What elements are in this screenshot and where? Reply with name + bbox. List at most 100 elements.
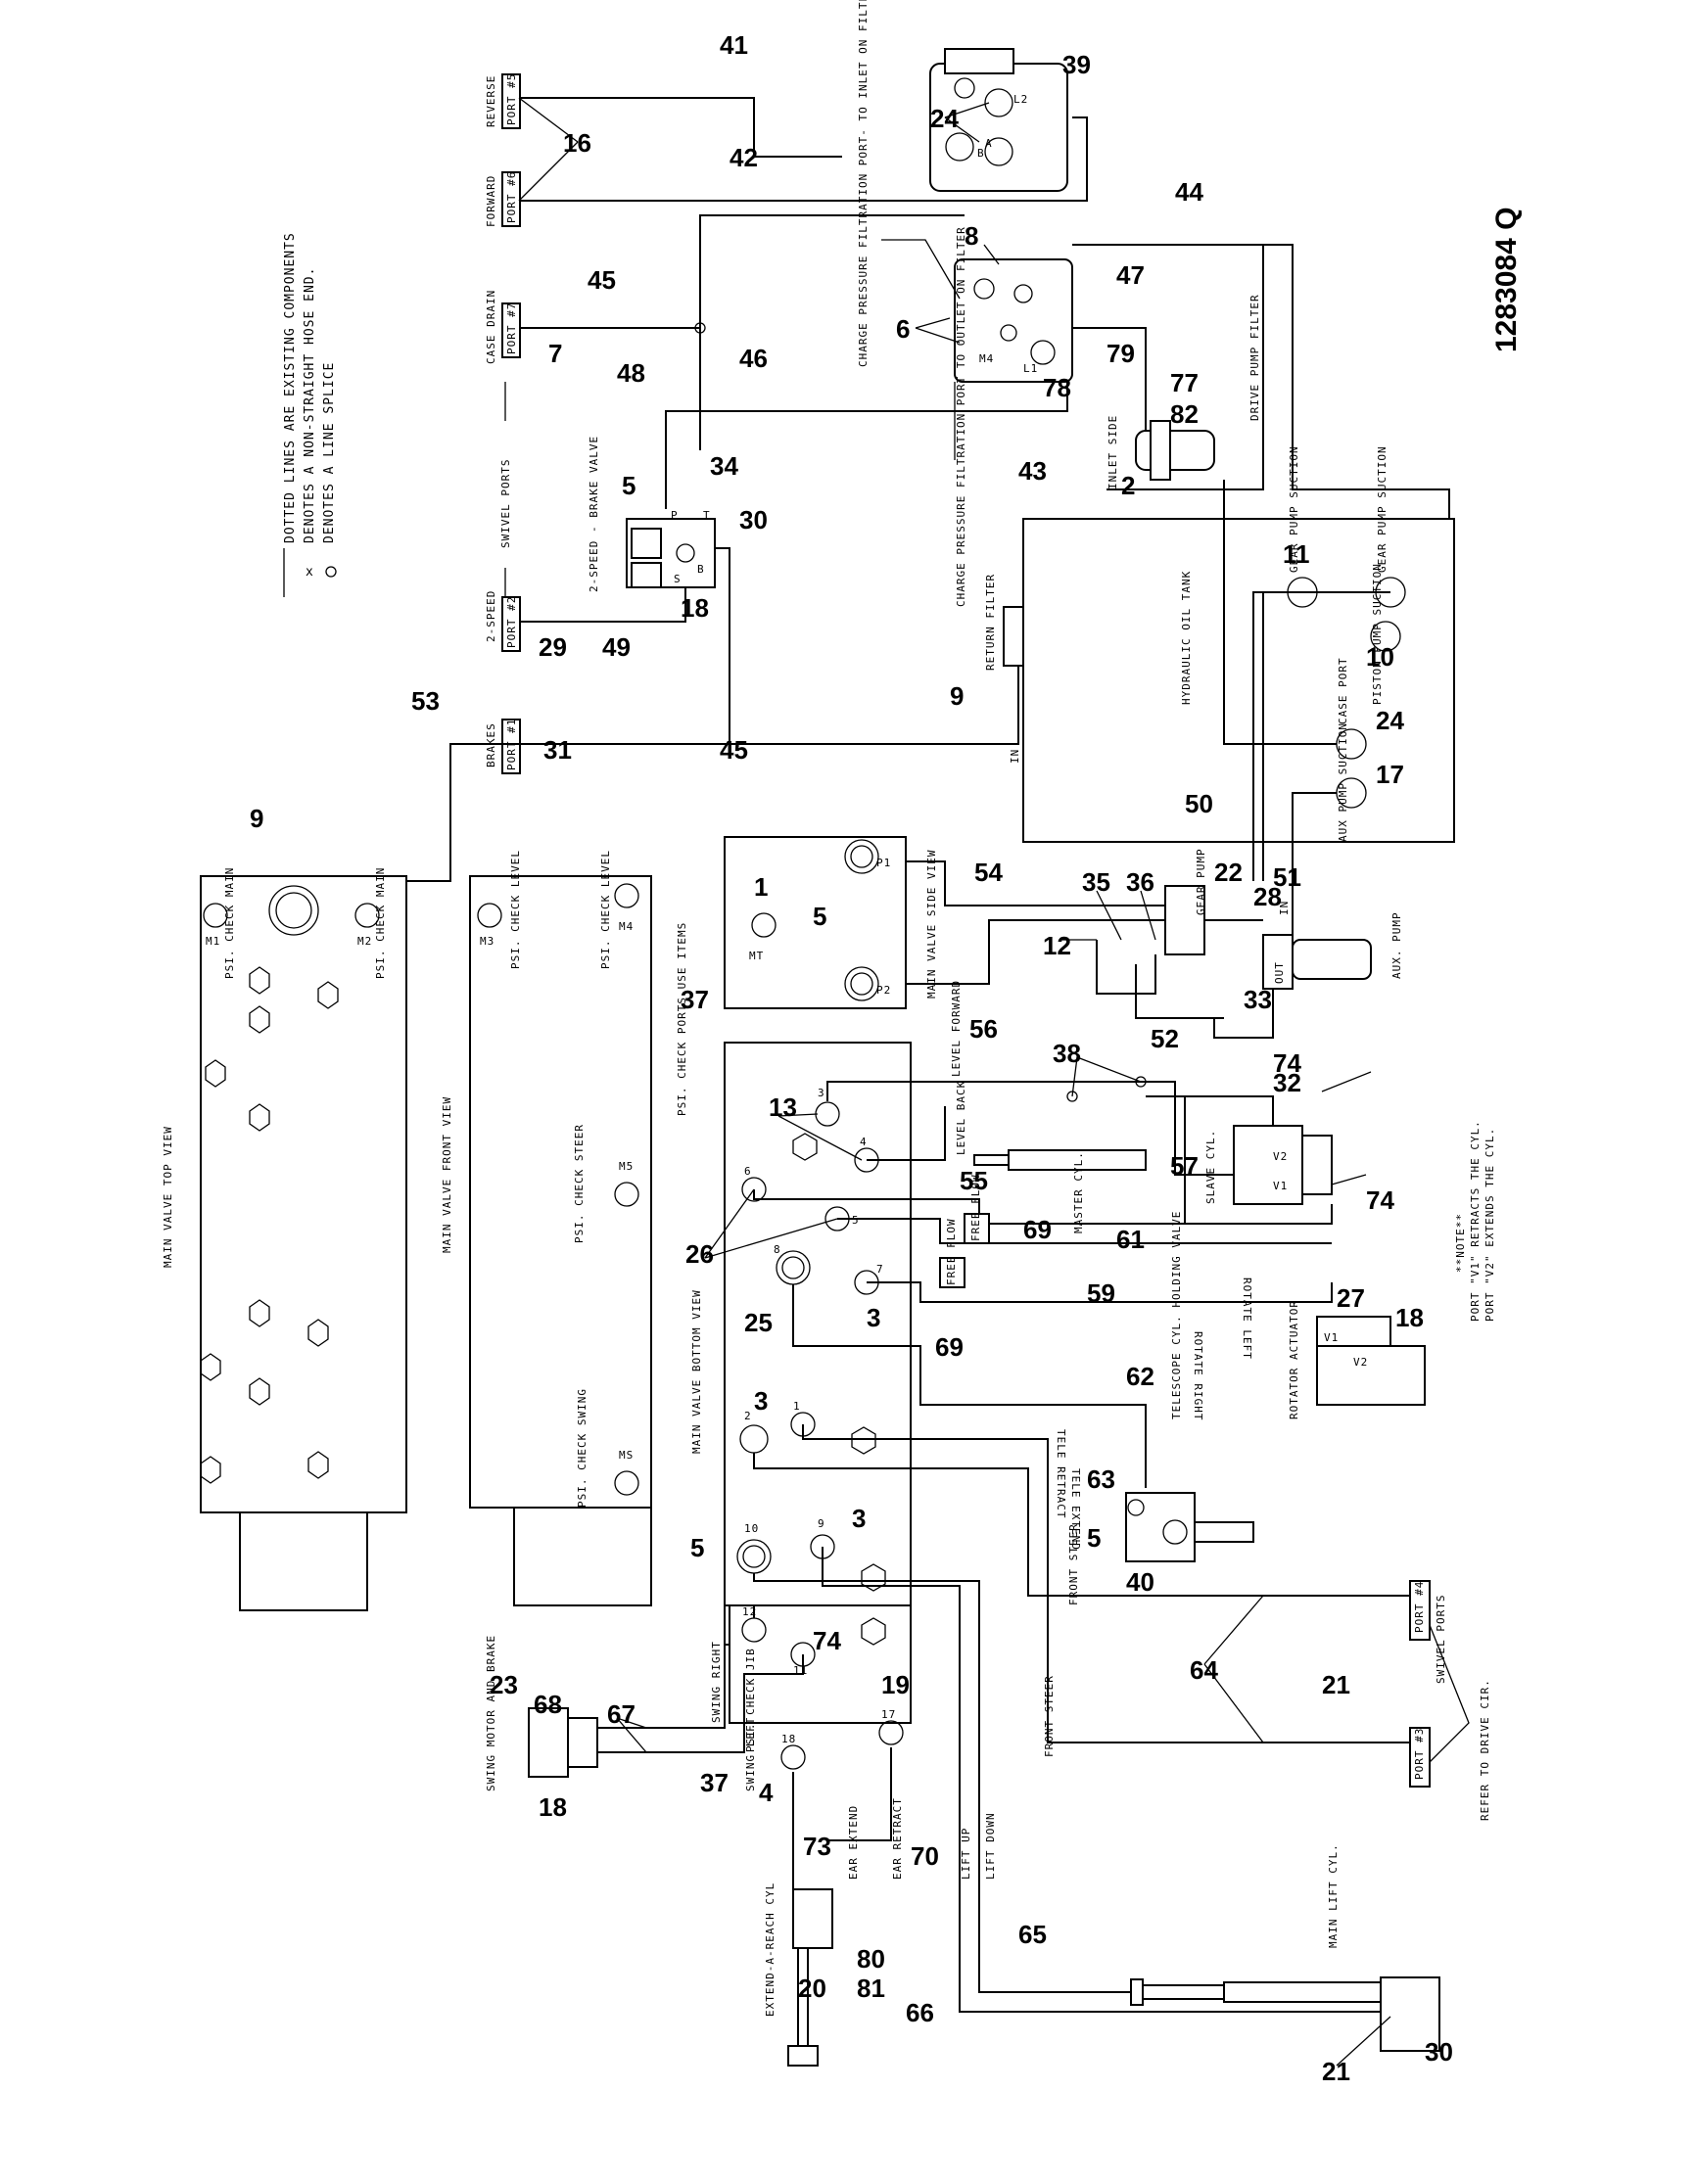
svg-text:69: 69: [935, 1332, 964, 1362]
svg-text:70: 70: [911, 1841, 939, 1871]
svg-text:B: B: [977, 147, 985, 160]
svg-text:34: 34: [710, 451, 738, 481]
svg-text:9: 9: [950, 681, 964, 711]
svg-text:74: 74: [813, 1626, 841, 1655]
svg-text:REVERSE: REVERSE: [485, 75, 497, 127]
svg-text:PSI. CHECK MAIN: PSI. CHECK MAIN: [374, 867, 387, 979]
svg-text:TELESCOPE CYL. HOLDING VALVE: TELESCOPE CYL. HOLDING VALVE: [1170, 1211, 1183, 1419]
svg-text:**NOTE**: **NOTE**: [1454, 1213, 1467, 1273]
svg-text:TELE EXTEND: TELE EXTEND: [1069, 1468, 1082, 1551]
svg-text:82: 82: [1170, 399, 1199, 429]
svg-text:49: 49: [602, 632, 631, 662]
svg-text:CASE PORT: CASE PORT: [1337, 657, 1349, 724]
legend-line-3: DENOTES A LINE SPLICE: [322, 362, 337, 543]
svg-text:M3: M3: [480, 935, 494, 948]
svg-text:1: 1: [754, 872, 768, 902]
swivel-ports-upper: PORT #5 REVERSE PORT #6 FORWARD PORT #7 …: [485, 73, 521, 774]
svg-text:25: 25: [744, 1308, 773, 1337]
svg-text:L1: L1: [1023, 362, 1038, 375]
svg-text:OUT: OUT: [1273, 961, 1286, 984]
svg-text:27: 27: [1337, 1283, 1365, 1313]
svg-text:TELE RETRACT: TELE RETRACT: [1055, 1429, 1067, 1518]
svg-text:2: 2: [1121, 471, 1135, 500]
main-valve-front-view: M3 M4 PSI. CHECK LEVEL PSI. CHECK LEVEL …: [441, 850, 652, 1606]
svg-text:FRONT STEER: FRONT STEER: [1043, 1675, 1056, 1757]
svg-text:10: 10: [744, 1522, 759, 1535]
swing-motor: SWING MOTOR AND BRAKE: [485, 1635, 598, 1791]
svg-text:PORT #7: PORT #7: [505, 302, 518, 354]
svg-text:SWIVEL PORTS: SWIVEL PORTS: [1435, 1595, 1447, 1684]
svg-text:4: 4: [860, 1136, 868, 1148]
svg-text:PORT #5: PORT #5: [505, 73, 518, 125]
svg-text:65: 65: [1018, 1920, 1047, 1949]
svg-text:63: 63: [1087, 1464, 1115, 1494]
svg-text:AUX PUMP SUCTION: AUX PUMP SUCTION: [1337, 722, 1349, 842]
svg-text:S: S: [674, 573, 682, 585]
svg-text:EXTEND-A-REACH CYL: EXTEND-A-REACH CYL: [764, 1882, 777, 2017]
svg-text:PORT #3: PORT #3: [1413, 1728, 1426, 1780]
svg-text:68: 68: [534, 1690, 562, 1719]
svg-text:2-SPEED - BRAKE VALVE: 2-SPEED - BRAKE VALVE: [588, 436, 600, 592]
svg-text:37: 37: [700, 1768, 729, 1797]
svg-text:67: 67: [607, 1699, 636, 1729]
svg-text:80: 80: [857, 1944, 885, 1974]
svg-text:18: 18: [539, 1792, 567, 1822]
svg-text:DRIVE PUMP FILTER: DRIVE PUMP FILTER: [1248, 294, 1261, 421]
svg-text:MAIN VALVE BOTTOM VIEW: MAIN VALVE BOTTOM VIEW: [690, 1289, 703, 1454]
svg-text:21: 21: [1322, 1670, 1350, 1699]
svg-text:SWING LEFT: SWING LEFT: [744, 1717, 757, 1791]
svg-text:7: 7: [876, 1263, 884, 1276]
svg-text:66: 66: [906, 1998, 934, 2027]
svg-text:PSI. CHECK LEVEL: PSI. CHECK LEVEL: [509, 850, 522, 969]
svg-text:5: 5: [813, 902, 826, 931]
svg-text:5: 5: [622, 471, 636, 500]
svg-text:AUX. PUMP: AUX. PUMP: [1390, 911, 1403, 979]
svg-text:V2: V2: [1353, 1356, 1368, 1369]
svg-text:V1: V1: [1324, 1331, 1339, 1344]
svg-text:CASE DRAIN: CASE DRAIN: [485, 290, 497, 364]
svg-text:M4: M4: [619, 920, 634, 933]
svg-text:37: 37: [681, 985, 709, 1014]
svg-text:18: 18: [1395, 1303, 1424, 1332]
svg-text:HYDRAULIC OIL TANK: HYDRAULIC OIL TANK: [1180, 571, 1193, 705]
svg-text:36: 36: [1126, 867, 1154, 897]
svg-text:SLAVE CYL.: SLAVE CYL.: [1204, 1130, 1217, 1204]
svg-text:REFER TO DRIVE CIR.: REFER TO DRIVE CIR.: [1479, 1679, 1491, 1821]
svg-text:LEVEL FORWARD: LEVEL FORWARD: [950, 980, 963, 1077]
svg-text:9: 9: [818, 1517, 825, 1530]
svg-text:P1: P1: [876, 857, 891, 869]
svg-text:7: 7: [548, 339, 562, 368]
svg-text:V1: V1: [1273, 1180, 1288, 1192]
svg-text:PORT #4: PORT #4: [1413, 1581, 1426, 1633]
svg-text:17: 17: [881, 1708, 896, 1721]
gear-pump: GEAR PUMP: [1096, 848, 1263, 1019]
svg-text:GEAR PUMP: GEAR PUMP: [1195, 848, 1207, 915]
svg-text:FRONT STEER: FRONT STEER: [1067, 1523, 1080, 1605]
drive-pump: A B L2: [929, 48, 1068, 192]
svg-text:MAIN VALVE TOP VIEW: MAIN VALVE TOP VIEW: [162, 1126, 174, 1268]
svg-text:77: 77: [1170, 368, 1199, 397]
free-flow-valves: FREE FLOW FREE FLOW: [939, 1174, 990, 1288]
aux-pump: AUX. PUMP OUT IN: [1213, 881, 1403, 1039]
svg-text:4: 4: [759, 1778, 774, 1807]
svg-text:44: 44: [1175, 177, 1203, 207]
hydraulic-oil-tank: HYDRAULIC OIL TANK GEAR PUMP SUCTION GEA…: [1022, 445, 1455, 881]
svg-text:GEAR PUMP SUCTION: GEAR PUMP SUCTION: [1288, 445, 1300, 573]
svg-text:21: 21: [1322, 2057, 1350, 2086]
svg-text:PORT "V1" RETRACTS THE CYL.: PORT "V1" RETRACTS THE CYL.: [1469, 1120, 1482, 1322]
svg-text:24: 24: [1376, 706, 1404, 735]
main-valve-top-view: M1 M2 PSI. CHECK MAIN PSI. CHECK MAIN MA…: [162, 867, 407, 1611]
svg-text:PSI. CHECK SWING: PSI. CHECK SWING: [576, 1388, 589, 1508]
svg-text:22: 22: [1214, 858, 1243, 887]
legend-line-2: DENOTES A NON-STRAIGHT HOSE END.: [303, 267, 317, 543]
svg-text:42: 42: [730, 143, 758, 172]
svg-text:29: 29: [539, 632, 567, 662]
svg-text:24: 24: [930, 104, 959, 133]
svg-text:EAR RETRACT: EAR RETRACT: [891, 1797, 904, 1880]
svg-text:GEAR PUMP SUCTION: GEAR PUMP SUCTION: [1376, 445, 1389, 573]
svg-text:PSI. CHECK LEVEL: PSI. CHECK LEVEL: [599, 850, 612, 969]
drawing-number: 1283084 Q: [1490, 208, 1523, 352]
charge-pump: M4 L1 CHARGE PRESSURE FILTRATION PORT- T…: [857, 0, 1073, 607]
svg-text:PSI. CHECK STEER: PSI. CHECK STEER: [573, 1124, 586, 1243]
svg-text:IN: IN: [1009, 749, 1021, 764]
